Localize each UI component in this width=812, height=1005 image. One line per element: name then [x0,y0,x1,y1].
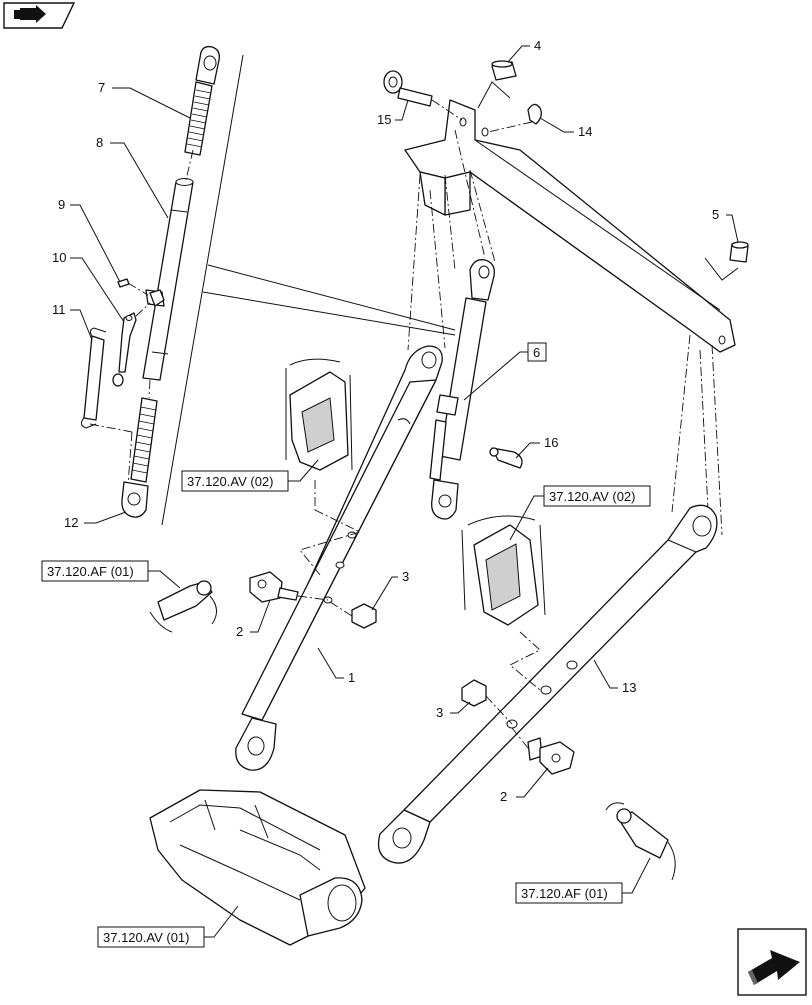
leader-2-left [250,599,271,633]
leader-11 [70,309,93,341]
ref-label-af01-left: 37.120.AF (01) [47,564,134,579]
retaining-clip [527,103,542,125]
part-label-13: 13 [622,680,636,695]
lock-lever [112,289,165,387]
ref-label-af01-right: 37.120.AF (01) [521,886,608,901]
divider-line-upper [207,264,456,331]
divider-line-lower [202,291,456,336]
lower-link-right [377,504,718,864]
leader-9 [70,204,121,283]
part-label-12: 12 [64,515,78,530]
lower-link-left [235,345,443,771]
leader-7 [112,87,191,119]
ref-box-av02-right[interactable]: 37.120.AV (02) [543,485,651,507]
upper-frame [404,99,736,353]
ref-label-av02-left: 37.120.AV (02) [187,474,273,489]
leader-14 [539,117,574,133]
hex-nut-left [351,603,377,629]
leader-3-right [450,701,471,714]
part-label-2-left: 2 [236,624,243,639]
part-label-10: 10 [52,250,66,265]
retaining-hook [80,327,107,429]
next-page-arrow-icon[interactable] [737,928,807,996]
part-label-16: 16 [544,435,558,450]
ref-leader-av02-right [509,495,544,541]
divider-line-left [161,54,244,526]
leader-1 [317,647,344,679]
part-label-1: 1 [348,670,355,685]
part-label-5: 5 [712,207,719,222]
part-label-3-left: 3 [402,569,409,584]
hitch-pin [383,70,433,107]
clevis-stud-right [527,737,575,775]
part-label-3-right: 3 [436,705,443,720]
part-label-15: 15 [377,112,391,127]
leader-6 [463,351,528,401]
axle-housing [149,789,366,946]
break-mark-top [477,81,511,109]
part-label-4: 4 [534,38,541,53]
part-label-8: 8 [96,135,103,150]
leader-5 [726,214,739,243]
leader-13 [593,659,618,689]
top-link-assembly [429,259,495,520]
leader-4 [507,45,530,63]
ref-leader-af01-right [622,857,651,894]
leader-15 [395,99,409,121]
part-label-7: 7 [98,80,105,95]
leader-10 [70,257,125,323]
linch-pin [489,447,523,469]
ref-label-av01: 37.120.AV (01) [103,930,189,945]
position-sensor-left [149,580,217,633]
bushing-top [491,60,517,81]
part-label-9: 9 [58,197,65,212]
part-label-14: 14 [578,124,592,139]
part-label-6: 6 [533,345,540,360]
ref-box-av02-left[interactable]: 37.120.AV (02) [181,470,289,492]
small-pin [117,278,130,288]
lower-threaded-end [121,397,158,518]
clevis-stud-left [249,571,299,603]
part-label-11: 11 [52,302,66,317]
ref-leader-av01 [204,905,239,938]
book-arrow-icon[interactable] [3,2,76,29]
leader-3-left [371,576,398,611]
leader-2-right [516,767,549,798]
ref-leader-av02-left [288,459,319,482]
position-sensor-right [605,802,676,881]
ref-box-af01-right[interactable]: 37.120.AF (01) [515,882,623,904]
sensor-bracket-left [285,358,353,471]
hex-nut-right [461,679,487,707]
part-label-2-right: 2 [500,789,507,804]
sensor-bracket-right [461,515,546,626]
part-label-6-box [527,342,547,362]
threaded-rod-end [184,45,220,156]
ref-leader-af01-left [148,570,181,589]
leader-16 [515,442,540,459]
ref-box-af01-left[interactable]: 37.120.AF (01) [41,560,149,582]
bushing-right [729,241,749,263]
leader-8 [110,142,169,219]
ref-box-av01[interactable]: 37.120.AV (01) [97,926,205,948]
adjusting-tube [142,178,194,381]
break-mark-right [704,257,739,281]
leader-12 [84,511,127,524]
ref-label-av02-right: 37.120.AV (02) [549,489,635,504]
